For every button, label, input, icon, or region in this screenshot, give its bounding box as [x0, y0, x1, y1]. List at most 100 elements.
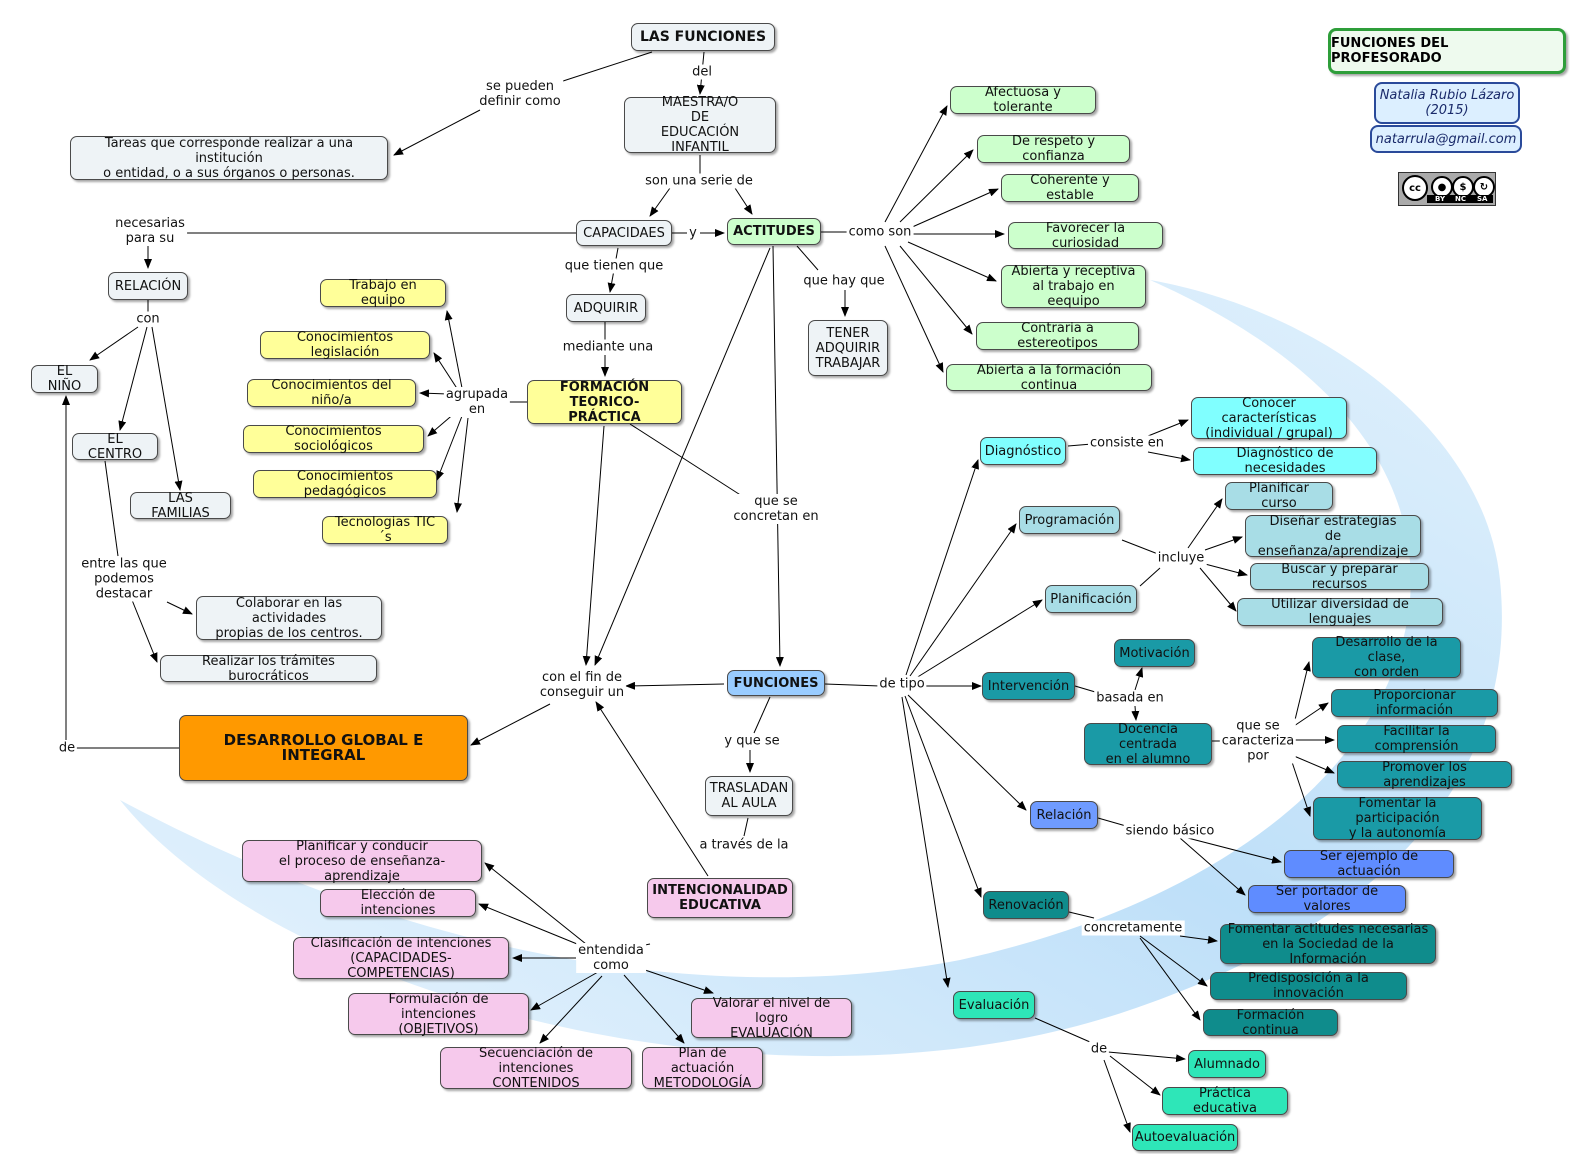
node-colaborar[interactable]: Colaborar en las actividades propias de … — [196, 596, 382, 641]
connector-31 — [884, 245, 944, 373]
node-planificacion[interactable]: Planificación — [1045, 585, 1137, 613]
node-valorar[interactable]: Valorar el nivel de logro EVALUACIÓN — [691, 996, 852, 1041]
node-conocer-caract[interactable]: Conocer características (individual / gr… — [1191, 396, 1347, 441]
connector-29 — [907, 241, 997, 282]
node-afectuosa[interactable]: Afectuosa y tolerante — [950, 85, 1096, 115]
node-tener[interactable]: TENER ADQUIRIR TRABAJAR — [808, 320, 888, 376]
node-relacion-left[interactable]: RELACIÓN — [108, 272, 188, 300]
node-promover[interactable]: Promover los aprendizajes — [1337, 760, 1512, 790]
connector-65 — [1067, 443, 1093, 447]
node-formacion[interactable]: FORMACIÓN TEORICO-PRÁCTICA — [527, 380, 682, 425]
node-secuenciacion[interactable]: Secuenciación de intenciones CONTENIDOS — [440, 1046, 632, 1091]
node-ser-portador[interactable]: Ser portador de valores — [1248, 884, 1406, 914]
node-trabajo-equipo[interactable]: Trabajo en equipo — [320, 278, 446, 308]
connector-69 — [1139, 567, 1161, 587]
node-funciones[interactable]: FUNCIONES — [727, 670, 825, 696]
connector-90 — [1034, 1017, 1091, 1043]
license-bar: BY NC SA — [1427, 195, 1493, 203]
node-las-familias[interactable]: LAS FAMILIAS — [130, 491, 231, 521]
connector-30 — [899, 245, 973, 335]
node-relacion-right[interactable]: Relación — [1030, 801, 1098, 829]
connector-48 — [595, 701, 709, 877]
node-trasladan[interactable]: TRASLADAN AL AULA — [705, 776, 793, 816]
node-tramites[interactable]: Realizar los trámites burocráticos — [160, 654, 377, 684]
node-planificar-curso[interactable]: Planificar curso — [1225, 481, 1333, 511]
link-y: y — [687, 225, 699, 241]
link-entendida: entendida como — [576, 943, 646, 973]
connector-76 — [1131, 705, 1140, 721]
node-contraria[interactable]: Contraria a estereotipos — [976, 321, 1139, 351]
link-de: de — [56, 740, 78, 756]
node-diag-necesidades[interactable]: Diagnóstico de necesidades — [1193, 446, 1377, 476]
node-desarrollo-clase[interactable]: Desarrollo de la clase, con orden — [1312, 635, 1461, 680]
connector-73 — [1199, 567, 1237, 612]
node-formulacion[interactable]: Formulación de intenciones (OBJETIVOS) — [348, 992, 529, 1037]
node-actitudes[interactable]: ACTITUDES — [727, 218, 821, 245]
node-eleccion[interactable]: Elección de intenciones — [320, 888, 476, 918]
connector-5 — [734, 187, 753, 215]
node-fomentar-part[interactable]: Fomentar la participación y la autonomía — [1313, 796, 1482, 841]
connector-36 — [166, 601, 193, 615]
node-programacion[interactable]: Programación — [1019, 506, 1120, 534]
node-con-pedago[interactable]: Conocimientos pedagógicos — [253, 469, 437, 499]
node-intencionalidad[interactable]: INTENCIONALIDAD EDUCATIVA — [647, 878, 793, 918]
node-buscar[interactable]: Buscar y preparar recursos — [1250, 562, 1429, 592]
link-incluye: incluye — [1155, 550, 1207, 566]
node-planificar-conducir[interactable]: Planificar y conducir el proceso de ense… — [242, 839, 482, 884]
node-facilitar[interactable]: Facilitar la comprensión — [1337, 724, 1496, 754]
link-mediante: mediante una — [560, 339, 656, 355]
node-el-nino[interactable]: EL NIÑO — [31, 364, 98, 394]
node-fomentar-act[interactable]: Fomentar actitudes necesarias en la Soci… — [1220, 922, 1436, 967]
connector-35 — [131, 599, 158, 663]
node-curiosidad[interactable]: Favorecer la curiosidad — [1008, 221, 1163, 251]
node-abierta[interactable]: Abierta y receptiva al trabajo en eequip… — [1001, 264, 1146, 309]
connector-38 — [594, 247, 771, 666]
node-intervencion[interactable]: Intervención — [982, 672, 1075, 700]
node-alumnado[interactable]: Alumnado — [1188, 1050, 1266, 1078]
node-evaluacion[interactable]: Evaluación — [953, 991, 1035, 1019]
node-plan-actuacion[interactable]: Plan de actuación METODOLOGÍA — [642, 1046, 763, 1091]
node-con-nino[interactable]: Conocimientos del niño/a — [247, 378, 416, 408]
node-respeto[interactable]: De respeto y confianza — [977, 134, 1130, 164]
node-coherente[interactable]: Coherente y estable — [1001, 173, 1139, 203]
connector-37 — [772, 245, 784, 667]
node-tic[interactable]: Tecnologias TIC´s — [322, 515, 448, 545]
node-adquirir[interactable]: ADQUIRIR — [566, 294, 646, 322]
link-que-tienen: que tienen que — [562, 258, 666, 274]
email-box[interactable]: natarrula@gmail.com — [1370, 125, 1522, 153]
node-autoevaluacion[interactable]: Autoevaluación — [1132, 1124, 1238, 1151]
link-agrupada: agrupada en — [443, 387, 511, 417]
node-abierta-formacion[interactable]: Abierta a la formación continua — [946, 363, 1152, 393]
connector-85 — [1179, 837, 1246, 896]
connector-59 — [905, 459, 979, 676]
node-tareas[interactable]: Tareas que corresponde realizar a una in… — [70, 136, 388, 181]
connector-12 — [118, 326, 148, 431]
connector-32 — [796, 245, 819, 271]
node-maestra[interactable]: MAESTRA/O DE EDUCACIÓN INFANTIL — [624, 95, 776, 155]
node-disenar[interactable]: Diseñar estrategias de enseñanza/aprendi… — [1245, 514, 1421, 559]
node-las-funciones[interactable]: LAS FUNCIONES — [631, 23, 775, 51]
node-formacion-continua[interactable]: Formación continua — [1203, 1008, 1338, 1038]
node-capacidades[interactable]: CAPACIDAES — [576, 220, 672, 246]
node-docencia[interactable]: Docencia centrada en el alumno — [1084, 722, 1212, 767]
node-diagnostico[interactable]: Diagnóstico — [980, 437, 1066, 465]
connector-60 — [909, 523, 1017, 677]
node-desarrollo[interactable]: DESARROLLO GLOBAL E INTEGRAL — [179, 715, 468, 781]
node-ser-ejemplo[interactable]: Ser ejemplo de actuación — [1284, 849, 1454, 879]
connector-47 — [743, 817, 749, 837]
node-predisposicion[interactable]: Predisposición a la innovación — [1210, 971, 1407, 1001]
node-practica[interactable]: Práctica educativa — [1162, 1086, 1288, 1116]
connector-4 — [649, 187, 671, 217]
connector-89 — [1139, 937, 1201, 1021]
node-motivacion[interactable]: Motivación — [1114, 639, 1195, 667]
link-como-son: como son — [846, 224, 914, 240]
node-con-legislacion[interactable]: Conocimientos legislación — [260, 330, 430, 360]
node-utilizar[interactable]: Utilizar diversidad de lenguajes — [1237, 597, 1443, 627]
node-proporcionar[interactable]: Proporcionar información — [1331, 688, 1498, 718]
link-con: con — [134, 311, 162, 327]
node-clasificacion[interactable]: Clasificación de intenciones (CAPACIDADE… — [293, 936, 509, 981]
node-el-centro[interactable]: EL CENTRO — [72, 432, 158, 462]
node-renovacion[interactable]: Renovación — [983, 891, 1069, 919]
connector-11 — [89, 326, 139, 361]
node-con-socio[interactable]: Conocimientos sociológicos — [243, 424, 424, 454]
